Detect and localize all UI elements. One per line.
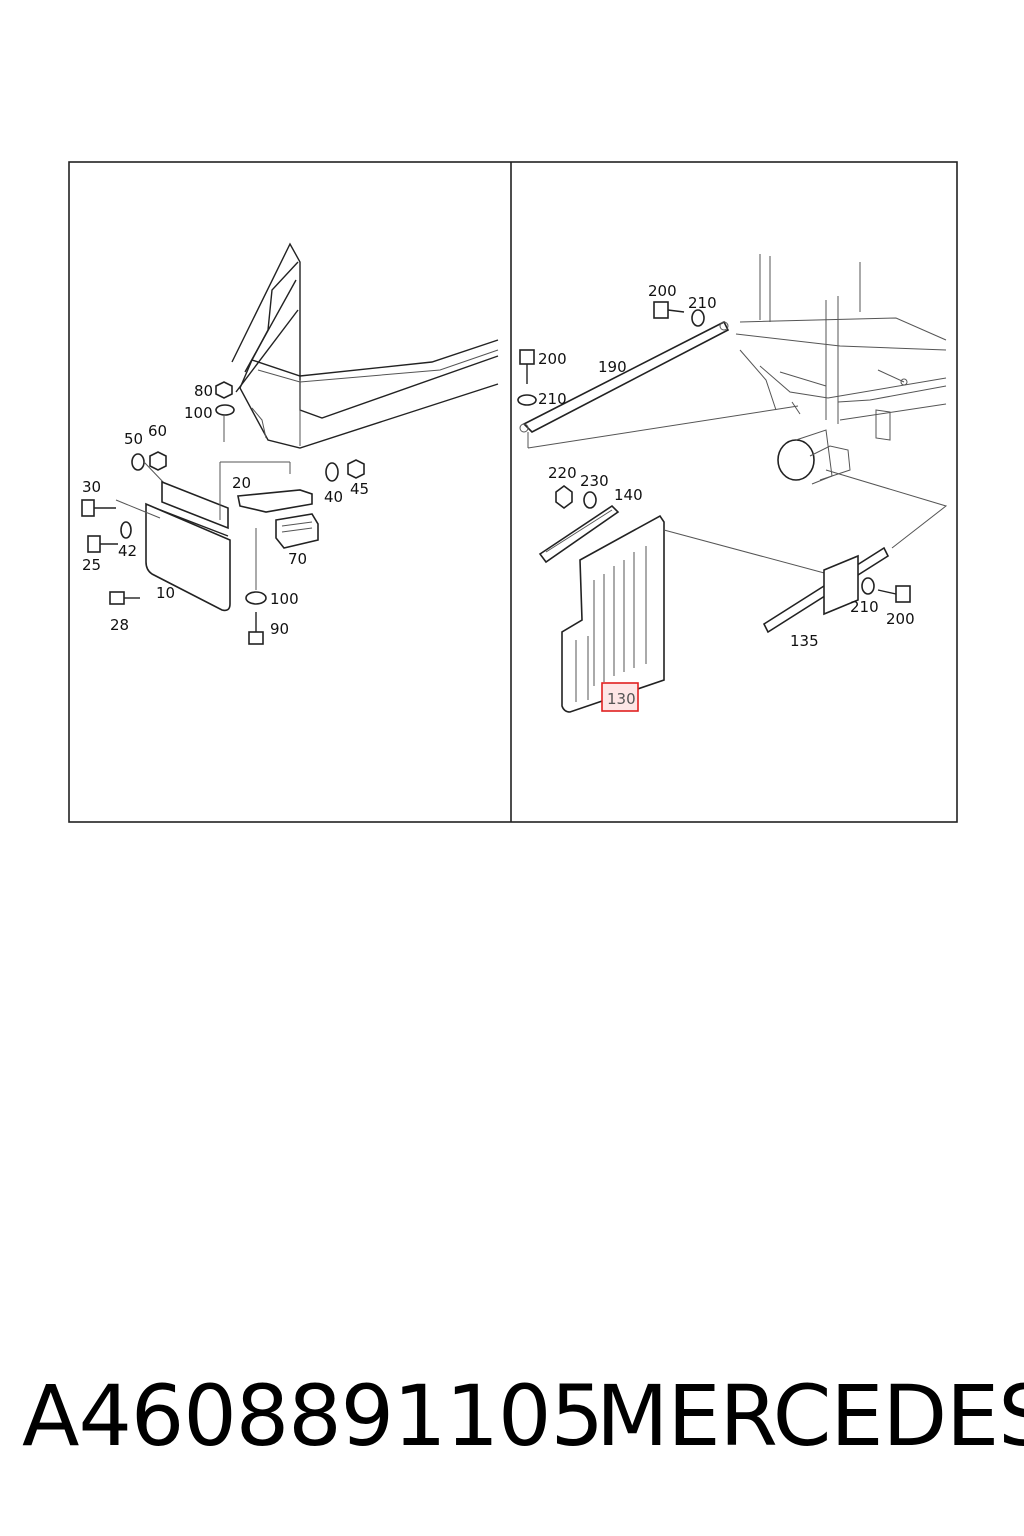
diagram-frame bbox=[68, 161, 958, 823]
washer-icon bbox=[517, 394, 537, 406]
part-label: 40 bbox=[324, 488, 343, 506]
washer-icon bbox=[120, 521, 132, 539]
washer-icon bbox=[215, 404, 235, 416]
bolt-icon bbox=[519, 349, 535, 384]
nut-icon bbox=[149, 451, 167, 471]
highlighted-part-label: 130 bbox=[607, 690, 636, 708]
part-label: 140 bbox=[614, 486, 643, 504]
left-panel: 80 100 50 60 30 20 40 45 25 42 70 10 28 … bbox=[81, 242, 499, 645]
part-label: 10 bbox=[156, 584, 175, 602]
brand-name: MERCEDES bbox=[596, 1367, 1024, 1465]
part-label: 230 bbox=[580, 472, 609, 490]
part-label: 28 bbox=[110, 616, 129, 634]
part-label: 100 bbox=[184, 404, 213, 422]
part-number: A4608891105 bbox=[22, 1367, 604, 1465]
bolt-icon bbox=[81, 499, 116, 517]
part-label: 200 bbox=[538, 350, 567, 368]
part-label: 100 bbox=[270, 590, 299, 608]
washer-icon bbox=[325, 462, 339, 482]
part-label: 210 bbox=[850, 598, 879, 616]
part-label: 42 bbox=[118, 542, 137, 560]
part-label: 210 bbox=[688, 294, 717, 312]
part-label: 135 bbox=[790, 632, 819, 650]
washer-icon bbox=[245, 591, 267, 605]
part-label: 50 bbox=[124, 430, 143, 448]
bolt-icon bbox=[87, 535, 118, 553]
part-label: 200 bbox=[648, 282, 677, 300]
washer-icon bbox=[691, 309, 705, 327]
nut-icon bbox=[347, 459, 365, 479]
bolt-icon bbox=[653, 301, 685, 319]
bolt-icon bbox=[877, 585, 911, 603]
part-label: 45 bbox=[350, 480, 369, 498]
washer-icon bbox=[131, 453, 145, 471]
washer-icon bbox=[583, 491, 597, 509]
part-label: 90 bbox=[270, 620, 289, 638]
highlight-box[interactable] bbox=[601, 682, 639, 712]
part-label: 30 bbox=[82, 478, 101, 496]
part-label: 80 bbox=[194, 382, 213, 400]
bolt-icon bbox=[109, 591, 140, 605]
part-label: 20 bbox=[232, 474, 251, 492]
nut-icon bbox=[555, 485, 573, 509]
nut-icon bbox=[215, 381, 233, 399]
part-label: 25 bbox=[82, 556, 101, 574]
right-panel: 200 210 200 210 190 220 230 140 210 200 … bbox=[517, 254, 948, 713]
bolt-icon bbox=[248, 612, 264, 645]
part-label: 220 bbox=[548, 464, 577, 482]
part-label: 60 bbox=[148, 422, 167, 440]
part-label: 70 bbox=[288, 550, 307, 568]
part-label: 200 bbox=[886, 610, 915, 628]
washer-icon bbox=[861, 577, 875, 595]
part-label: 210 bbox=[538, 390, 567, 408]
part-label: 190 bbox=[598, 358, 627, 376]
